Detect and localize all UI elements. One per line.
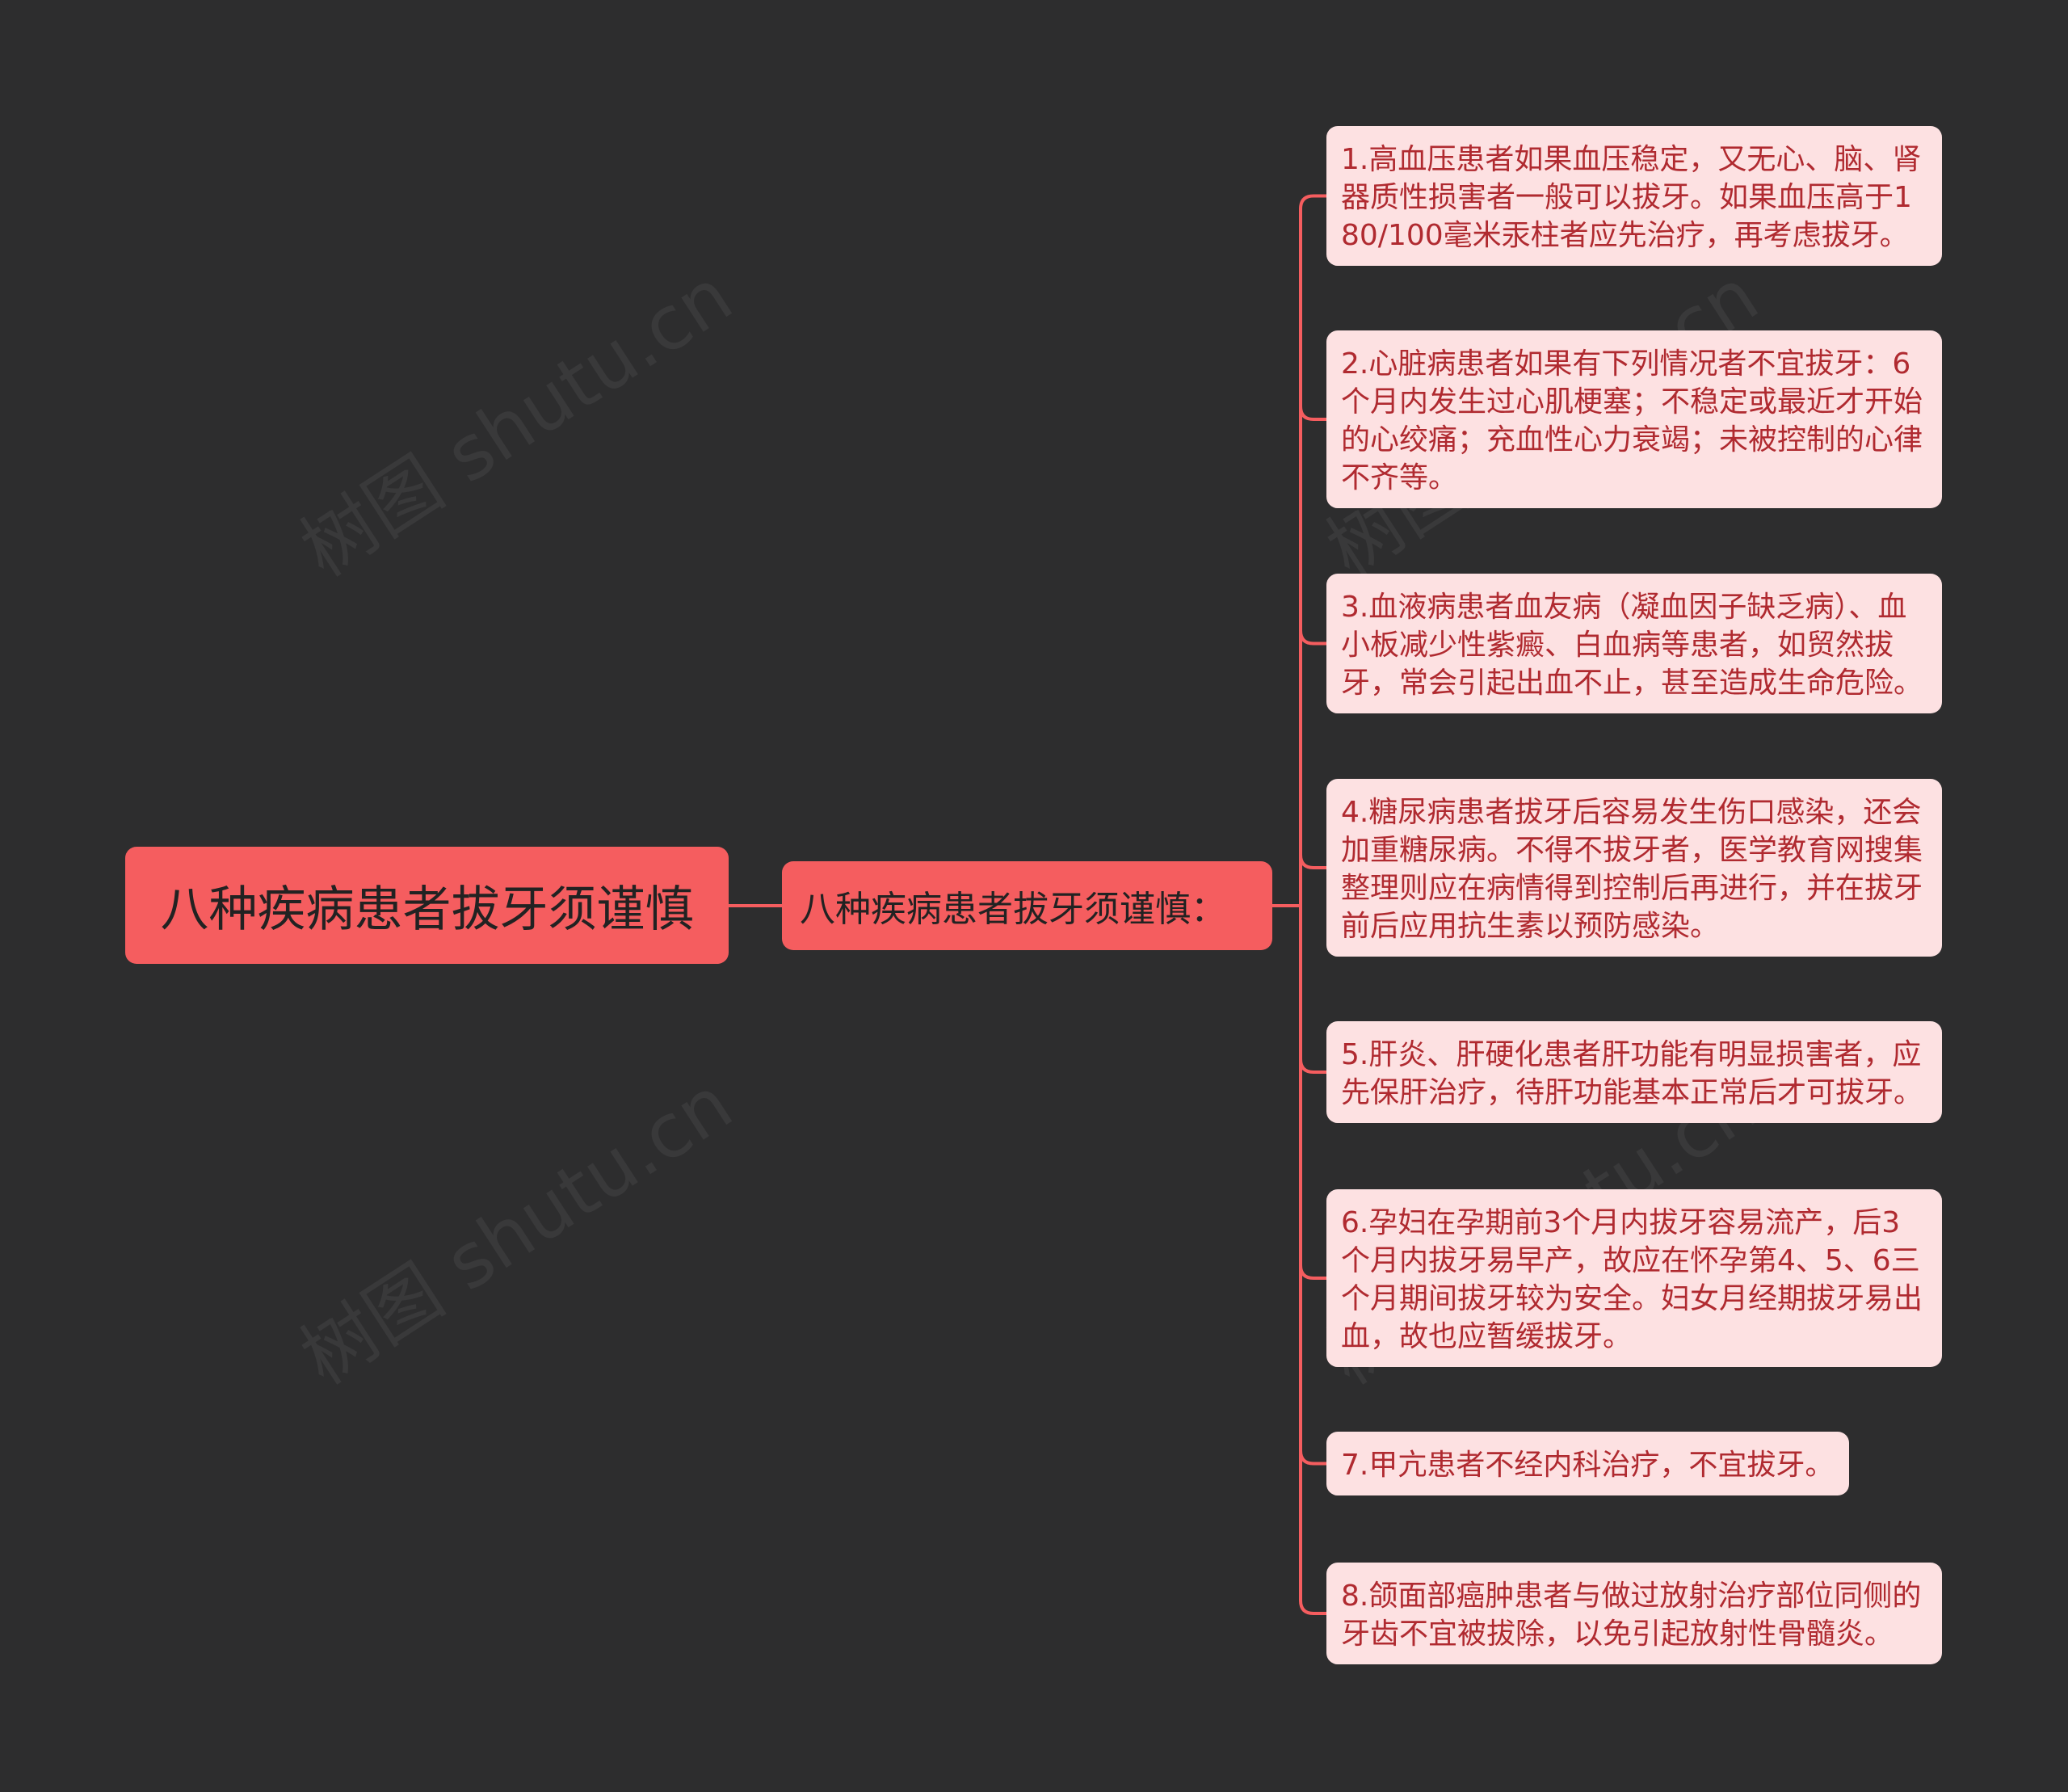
leaf-node-1[interactable]: 1.高血压患者如果血压稳定，又无心、脑、肾器质性损害者一般可以拔牙。如果血压高于…	[1326, 126, 1942, 266]
branch-node[interactable]: 八种疾病患者拔牙须谨慎：	[782, 861, 1272, 950]
leaf-node-text: 4.糖尿病患者拔牙后容易发生伤口感染，还会加重糖尿病。不得不拔牙者，医学教育网搜…	[1341, 796, 1923, 943]
leaf-node-7[interactable]: 7.甲亢患者不经内科治疗，不宜拔牙。	[1326, 1432, 1849, 1495]
leaf-connector-8	[1299, 1600, 1326, 1615]
leaf-connector-7	[1299, 1450, 1326, 1466]
leaf-node-5[interactable]: 5.肝炎、肝硬化患者肝功能有明显损害者，应先保肝治疗，待肝功能基本正常后才可拔牙…	[1326, 1021, 1942, 1123]
leaf-connector-2	[1299, 406, 1326, 421]
leaf-node-text: 8.颌面部癌肿患者与做过放射治疗部位同侧的牙齿不宜被拔除，以免引起放射性骨髓炎。	[1341, 1580, 1922, 1651]
leaf-node-text: 6.孕妇在孕期前3个月内拔牙容易流产，后3个月内拔牙易早产，故应在怀孕第4、5、…	[1341, 1206, 1923, 1353]
leaf-connector-4	[1299, 854, 1326, 869]
leaf-connectors	[1299, 194, 1326, 1615]
leaf-node-3[interactable]: 3.血液病患者血友病（凝血因子缺乏病）、血小板减少性紫癜、白血病等患者，如贸然拔…	[1326, 574, 1942, 713]
leaf-node-text: 5.肝炎、肝硬化患者肝功能有明显损害者，应先保肝治疗，待肝功能基本正常后才可拔牙…	[1341, 1038, 1923, 1109]
leaf-node-4[interactable]: 4.糖尿病患者拔牙后容易发生伤口感染，还会加重糖尿病。不得不拔牙者，医学教育网搜…	[1326, 779, 1942, 957]
leaf-node-8[interactable]: 8.颌面部癌肿患者与做过放射治疗部位同侧的牙齿不宜被拔除，以免引起放射性骨髓炎。	[1326, 1563, 1942, 1664]
root-node[interactable]: 八种疾病患者拔牙须谨慎	[125, 847, 729, 964]
leaf-connector-1	[1299, 194, 1326, 209]
root-node-label: 八种疾病患者拔牙须谨慎	[160, 881, 694, 938]
leaf-connector-6	[1299, 1264, 1326, 1280]
leaf-node-text: 7.甲亢患者不经内科治疗，不宜拔牙。	[1341, 1449, 1835, 1482]
leaf-node-text: 1.高血压患者如果血压稳定，又无心、脑、肾器质性损害者一般可以拔牙。如果血压高于…	[1341, 143, 1922, 252]
leaf-node-2[interactable]: 2.心脏病患者如果有下列情况者不宜拔牙：6个月内发生过心肌梗塞；不稳定或最近才开…	[1326, 330, 1942, 508]
leaf-connector-5	[1299, 1058, 1326, 1074]
leaf-node-text: 2.心脏病患者如果有下列情况者不宜拔牙：6个月内发生过心肌梗塞；不稳定或最近才开…	[1341, 347, 1923, 494]
branch-node-label: 八种疾病患者拔牙须谨慎：	[800, 889, 1226, 930]
leaf-node-text: 3.血液病患者血友病（凝血因子缺乏病）、血小板减少性紫癜、白血病等患者，如贸然拔…	[1341, 591, 1923, 700]
leaf-connector-3	[1299, 630, 1326, 646]
leaf-node-6[interactable]: 6.孕妇在孕期前3个月内拔牙容易流产，后3个月内拔牙易早产，故应在怀孕第4、5、…	[1326, 1189, 1942, 1367]
